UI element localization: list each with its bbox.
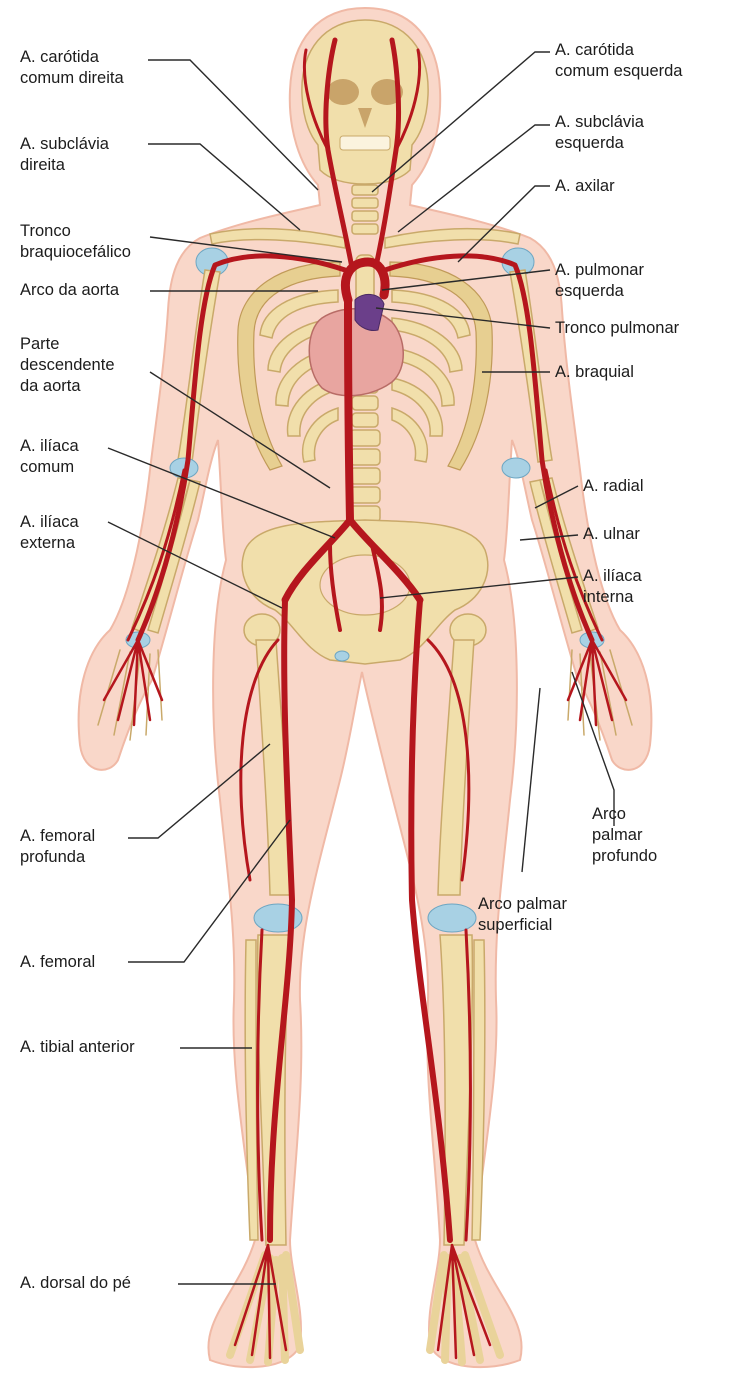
label-tronco-pulmonar: Tronco pulmonar — [555, 318, 679, 339]
left-orbit — [327, 79, 359, 105]
label-radial: A. radial — [583, 476, 644, 497]
label-ulnar: A. ulnar — [583, 524, 640, 545]
label-axilar: A. axilar — [555, 176, 615, 197]
teeth — [340, 136, 390, 150]
pubic-symphysis — [335, 651, 349, 661]
label-dorsal-do-pe: A. dorsal do pé — [20, 1273, 131, 1294]
label-braquial: A. braquial — [555, 362, 634, 383]
label-tibial-anterior: A. tibial anterior — [20, 1037, 135, 1058]
label-femoral: A. femoral — [20, 952, 95, 973]
label-arco-da-aorta: Arco da aorta — [20, 280, 119, 301]
